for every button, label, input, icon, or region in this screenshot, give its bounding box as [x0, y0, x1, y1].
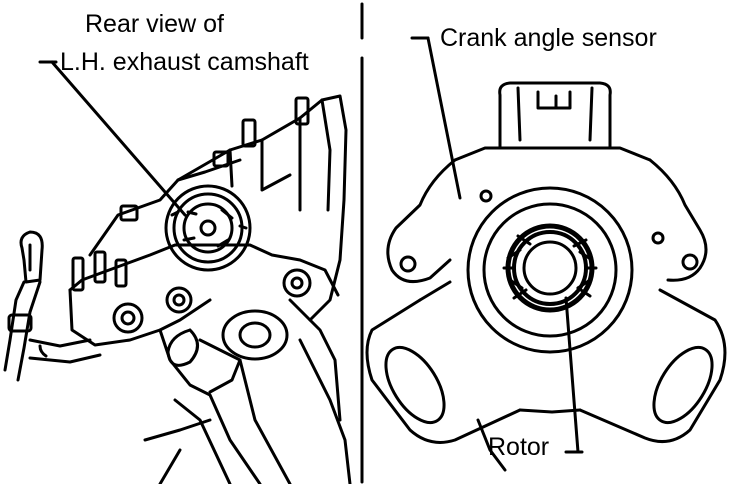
wire-harness — [3, 230, 102, 382]
crank-sensor-leader — [410, 36, 462, 200]
rotor — [502, 223, 598, 313]
engine-block-illustration — [3, 94, 352, 484]
rotor-leader — [564, 296, 584, 454]
rear-view-label-line1: Rear view of — [85, 10, 224, 38]
crank-angle-sensor-illustration — [365, 81, 727, 472]
crank-angle-sensor-label: Crank angle sensor — [440, 24, 657, 52]
rotor-label: Rotor — [488, 433, 550, 461]
connector-body — [498, 81, 612, 150]
rear-view-leader — [38, 60, 187, 217]
mounting-slot-right — [652, 346, 714, 424]
camshaft-rear-view — [164, 184, 252, 272]
rear-view-label-line2: L.H. exhaust camshaft — [60, 48, 309, 76]
mounting-slot-left — [384, 346, 446, 424]
bolt-studs — [71, 96, 310, 292]
